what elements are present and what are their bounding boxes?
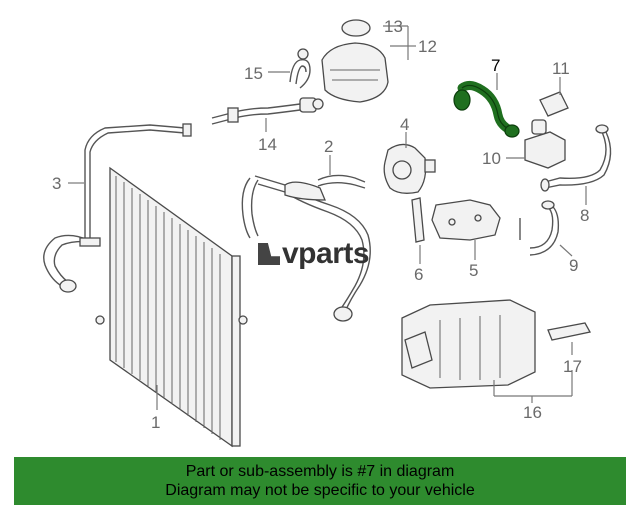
callout-16: 16 (523, 403, 542, 422)
intercooler-part-16[interactable] (401, 299, 536, 389)
banner-line-2: Diagram may not be specific to your vehi… (165, 482, 475, 499)
callout-7: 7 (491, 56, 500, 75)
callout-13: 13 (384, 17, 403, 36)
hose-part-7[interactable] (453, 80, 520, 138)
callout-6: 6 (414, 265, 423, 284)
water-pump-part-4[interactable] (383, 143, 436, 194)
callout-9: 9 (569, 256, 578, 275)
bracket-part-11[interactable] (539, 91, 569, 117)
parts-diagram: 1 2 3 4 5 6 7 8 9 10 11 12 13 14 15 16 1… (43, 17, 612, 448)
callout-2: 2 (324, 137, 333, 156)
callout-12: 12 (418, 37, 437, 56)
callout-10: 10 (482, 149, 501, 168)
hose-part-15[interactable] (289, 48, 311, 89)
callout-1: 1 (151, 413, 160, 432)
callout-14: 14 (258, 135, 277, 154)
callout-15: 15 (244, 64, 263, 83)
info-banner: Part or sub-assembly is #7 in diagram Di… (14, 457, 626, 505)
hose-part-3[interactable] (43, 123, 192, 293)
hose-part-9[interactable] (519, 200, 560, 256)
hose-part-2[interactable] (241, 174, 371, 322)
banner-line-1: Part or sub-assembly is #7 in diagram (185, 463, 455, 480)
bracket-part-6[interactable] (411, 197, 425, 243)
hose-part-14[interactable] (211, 97, 324, 125)
radiator-part-1[interactable] (95, 166, 248, 448)
vparts-logo-mark-icon (258, 243, 280, 265)
callout-4: 4 (400, 115, 409, 134)
callout-3: 3 (52, 174, 61, 193)
callout-17: 17 (563, 357, 582, 376)
leader-lines (68, 25, 587, 410)
vparts-logo-text: vparts (282, 237, 370, 270)
hose-part-8[interactable] (540, 124, 612, 192)
expansion-tank-part-12[interactable] (321, 19, 389, 103)
valve-part-10[interactable] (524, 119, 566, 169)
bracket-part-5[interactable] (431, 199, 501, 241)
callout-11: 11 (552, 59, 570, 78)
callout-5: 5 (469, 261, 478, 280)
vparts-logo: vparts (258, 237, 370, 271)
part-17[interactable] (547, 322, 591, 341)
callout-8: 8 (580, 206, 589, 225)
